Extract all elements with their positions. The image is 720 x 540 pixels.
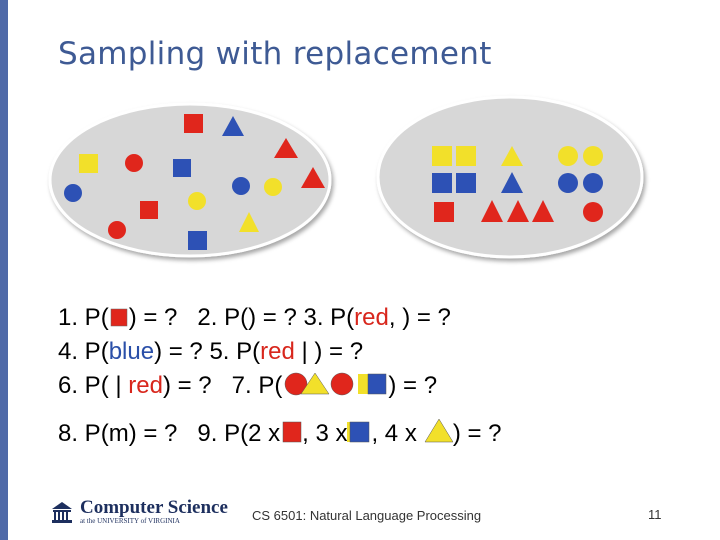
red-triangle bbox=[507, 200, 529, 222]
left-accent-bar bbox=[0, 0, 8, 540]
q6-text: 6. P( bbox=[58, 372, 109, 399]
yellow-circle bbox=[188, 192, 206, 210]
red-circle bbox=[125, 154, 143, 172]
blue-square bbox=[173, 159, 191, 177]
yellow-circle bbox=[558, 146, 578, 166]
page-number: 11 bbox=[648, 507, 662, 522]
q8-text-end: ) = ? bbox=[128, 420, 178, 447]
q6-text-end: ) = ? bbox=[162, 372, 212, 399]
q5-red-word: red bbox=[260, 338, 295, 365]
red-square bbox=[140, 201, 158, 219]
question-line-3: 6. P( | red) = ? 7. P( ) = ? bbox=[58, 372, 437, 400]
q6-red-word: red bbox=[128, 372, 163, 399]
rotunda-icon bbox=[52, 501, 72, 523]
red-circle bbox=[583, 202, 603, 222]
q3-text: 3. P( bbox=[303, 304, 355, 331]
q5-text: 5. P( bbox=[209, 338, 261, 365]
yellow-square bbox=[79, 154, 98, 173]
q4-blue-word: blue bbox=[108, 338, 155, 365]
yellow-triangle bbox=[239, 212, 259, 232]
q5-bar: | bbox=[294, 338, 315, 365]
university-logo: Computer Science at the UNIVERSITY of VI… bbox=[50, 498, 228, 525]
q7-shape-sequence-icon bbox=[285, 372, 387, 396]
red-square-icon bbox=[110, 308, 127, 327]
slide-title: Sampling with replacement bbox=[58, 36, 492, 72]
blue-square bbox=[432, 173, 452, 193]
yellow-circle bbox=[264, 178, 282, 196]
yellow-triangle-icon bbox=[424, 418, 453, 443]
yellow-square bbox=[456, 146, 476, 166]
blue-circle bbox=[232, 177, 250, 195]
yellow-triangle bbox=[501, 146, 523, 166]
sample-bags-illustration bbox=[48, 95, 644, 259]
q3-red-word: red bbox=[354, 304, 389, 331]
q5-text-end: ) = ? bbox=[314, 338, 364, 365]
red-square bbox=[434, 202, 454, 222]
left-bag-shapes bbox=[64, 114, 325, 250]
blue-triangle bbox=[222, 116, 244, 136]
question-line-2: 4. P(blue) = ? 5. P(red | ) = ? bbox=[58, 338, 363, 366]
blue-square-icon bbox=[347, 421, 370, 443]
m-glyph: m bbox=[108, 420, 129, 447]
q4-text-end: ) = ? bbox=[154, 338, 203, 365]
red-triangle bbox=[532, 200, 554, 222]
q7-text-end: ) = ? bbox=[388, 372, 438, 399]
red-triangle bbox=[481, 200, 503, 222]
red-triangle bbox=[301, 167, 325, 188]
q9-comma-2: , 4 x bbox=[371, 420, 417, 447]
q7-text: 7. P( bbox=[231, 372, 283, 399]
red-square-icon bbox=[282, 421, 302, 443]
blue-circle bbox=[64, 184, 82, 202]
red-triangle bbox=[274, 138, 298, 158]
logo-sub-text: at the UNIVERSITY of VIRGINIA bbox=[80, 517, 180, 525]
blue-circle bbox=[558, 173, 578, 193]
yellow-square bbox=[432, 146, 452, 166]
footer-course-title: CS 6501: Natural Language Processing bbox=[252, 508, 482, 523]
q9-text: 9. P(2 x bbox=[197, 420, 281, 447]
logo-main-text: Computer Science bbox=[80, 497, 228, 518]
blue-square bbox=[188, 231, 207, 250]
left-bag-oval bbox=[48, 102, 332, 258]
question-line-4: 8. P(m) = ? 9. P(2 x, 3 x, 4 x) = ? bbox=[58, 418, 502, 448]
blue-triangle bbox=[501, 172, 523, 193]
blue-square bbox=[456, 173, 476, 193]
blue-circle bbox=[583, 173, 603, 193]
q3-text-end: ) = ? bbox=[402, 304, 451, 331]
yellow-circle bbox=[583, 146, 603, 166]
question-line-1: 1. P() = ? 2. P() = ? 3. P(red, ) = ? bbox=[58, 304, 451, 332]
q9-text-end: ) = ? bbox=[452, 420, 502, 447]
q1-text-end: ) = ? bbox=[128, 304, 178, 331]
q2-text: 2. P( bbox=[197, 304, 249, 331]
red-square bbox=[184, 114, 203, 133]
red-circle bbox=[108, 221, 126, 239]
q6-bar: | bbox=[108, 372, 129, 399]
q4-text: 4. P( bbox=[58, 338, 109, 365]
q1-text: 1. P( bbox=[58, 304, 109, 331]
q3-comma: , bbox=[388, 304, 396, 331]
q9-comma-1: , 3 x bbox=[302, 420, 348, 447]
right-bag-shapes bbox=[432, 146, 603, 222]
q2-text-end: ) = ? bbox=[248, 304, 297, 331]
q8-text: 8. P( bbox=[58, 420, 109, 447]
